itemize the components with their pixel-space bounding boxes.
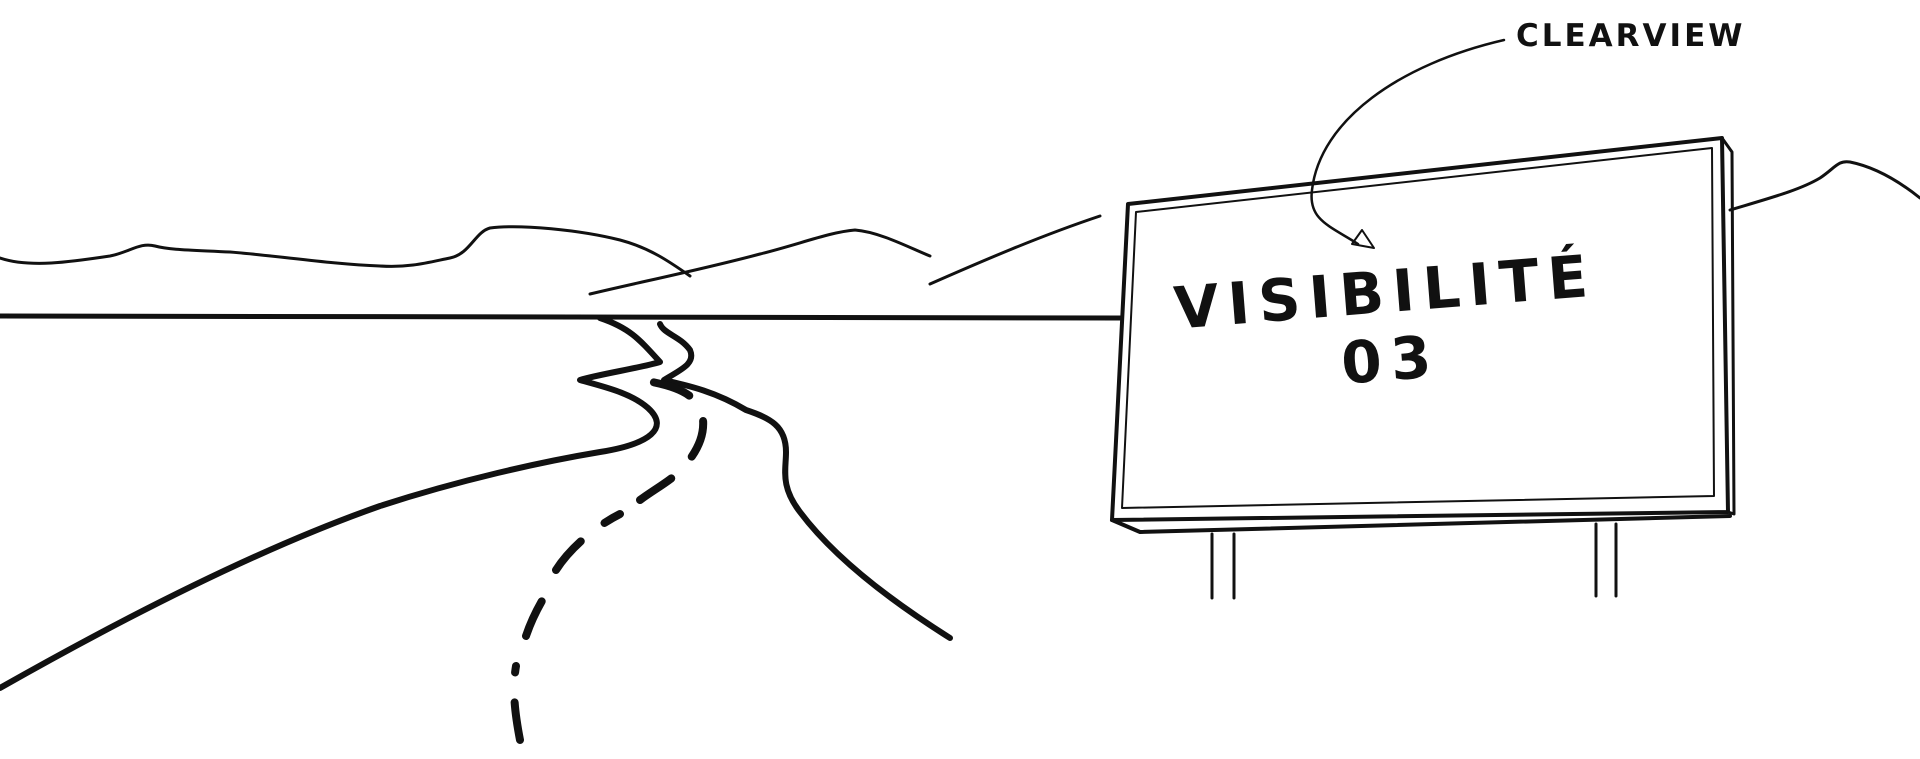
billboard-bottom-edge [1110,514,1732,534]
callout-arrow-curve [1310,38,1506,246]
road-edge-right [657,321,953,641]
road-center-dashes [510,378,708,744]
billboard-leg-left [1210,532,1236,600]
curved-arrow-icon [1351,229,1375,249]
billboard-leg-right [1594,522,1618,598]
road-edge-left [0,315,663,691]
callout-label: CLEARVIEW [1516,18,1746,54]
mountain-ridge-middle [588,228,932,296]
billboard-side-edge [1720,136,1736,516]
mountain-ridge-right-near-sign [928,214,1102,286]
billboard-inner-frame [1121,147,1715,509]
mountain-ridge-far-right [1728,160,1920,212]
mountain-ridge-left [0,225,692,278]
horizon-line [0,313,1123,321]
